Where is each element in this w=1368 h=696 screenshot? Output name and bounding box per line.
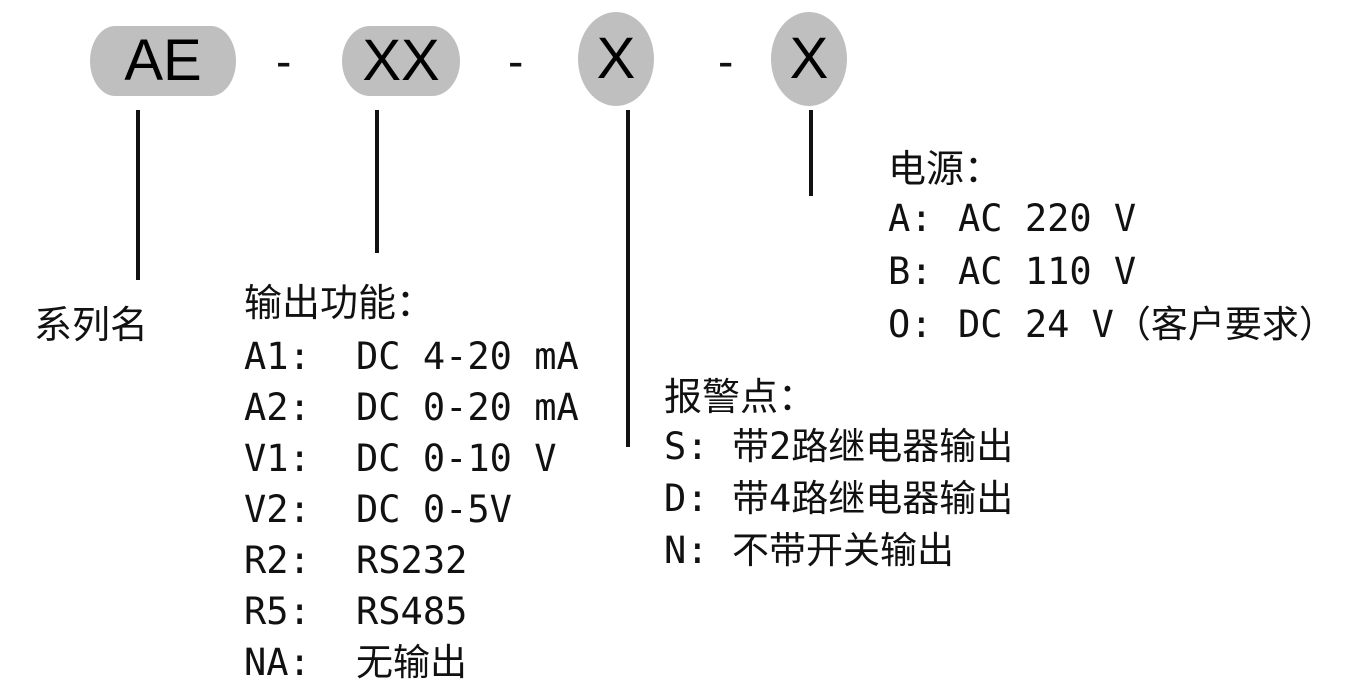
power-code: A:	[888, 197, 933, 240]
power-item: A: AC 220 V	[888, 197, 1136, 240]
output-code: A2:	[244, 386, 311, 429]
power-code: O:	[888, 303, 933, 346]
output-desc: DC 0-20 mA	[356, 386, 579, 429]
separator-dash: -	[508, 35, 524, 87]
output-desc: DC 0-5V	[356, 488, 512, 531]
alarm-item: N: 不带开关输出	[664, 529, 954, 572]
output-desc: DC 4-20 mA	[356, 335, 579, 378]
connector-line-alarm	[626, 110, 630, 447]
output-code: V1:	[244, 437, 311, 480]
output-desc: RS485	[356, 590, 468, 633]
alarm-code: N:	[664, 529, 709, 572]
connector-line-power	[809, 110, 813, 196]
output-code: V2:	[244, 488, 311, 531]
code-segment-output: XX	[342, 26, 460, 96]
connector-line-output	[375, 110, 379, 253]
alarm-title: 报警点：	[664, 375, 817, 419]
output-code: NA:	[244, 641, 311, 684]
power-item: O: DC 24 V（客户要求）	[888, 303, 1336, 346]
alarm-desc: 不带开关输出	[732, 529, 954, 572]
output-item: V1: DC 0-10 V	[244, 437, 556, 480]
output-item: V2: DC 0-5V	[244, 488, 512, 531]
output-item: R2: RS232	[244, 539, 467, 582]
power-title: 电源：	[888, 147, 1003, 191]
power-code: B:	[888, 250, 933, 293]
separator-dash: -	[276, 35, 292, 87]
output-desc: DC 0-10 V	[356, 437, 557, 480]
power-desc: DC 24 V（客户要求）	[958, 303, 1336, 346]
output-code: R5:	[244, 590, 311, 633]
output-item: R5: RS485	[244, 590, 467, 633]
power-desc: AC 220 V	[958, 197, 1137, 240]
output-code: R2:	[244, 539, 311, 582]
alarm-item: D: 带4路继电器输出	[664, 477, 1013, 520]
series-label: 系列名	[34, 303, 149, 347]
alarm-code: S:	[664, 425, 709, 468]
output-desc: 无输出	[356, 641, 467, 684]
alarm-item: S: 带2路继电器输出	[664, 425, 1013, 468]
output-item: NA: 无输出	[244, 641, 467, 684]
alarm-desc: 带2路继电器输出	[732, 425, 1014, 468]
output-item: A1: DC 4-20 mA	[244, 335, 579, 378]
code-segment-alarm: X	[578, 12, 654, 106]
alarm-code: D:	[664, 477, 709, 520]
output-code: A1:	[244, 335, 311, 378]
alarm-desc: 带4路继电器输出	[732, 477, 1014, 520]
connector-line-series	[136, 110, 140, 280]
separator-dash: -	[718, 35, 734, 87]
output-desc: RS232	[356, 539, 468, 582]
output-item: A2: DC 0-20 mA	[244, 386, 579, 429]
code-segment-power: X	[771, 12, 847, 106]
power-item: B: AC 110 V	[888, 250, 1136, 293]
output-function-title: 输出功能：	[244, 281, 435, 325]
code-segment-series: AE	[90, 26, 236, 96]
power-desc: AC 110 V	[958, 250, 1137, 293]
